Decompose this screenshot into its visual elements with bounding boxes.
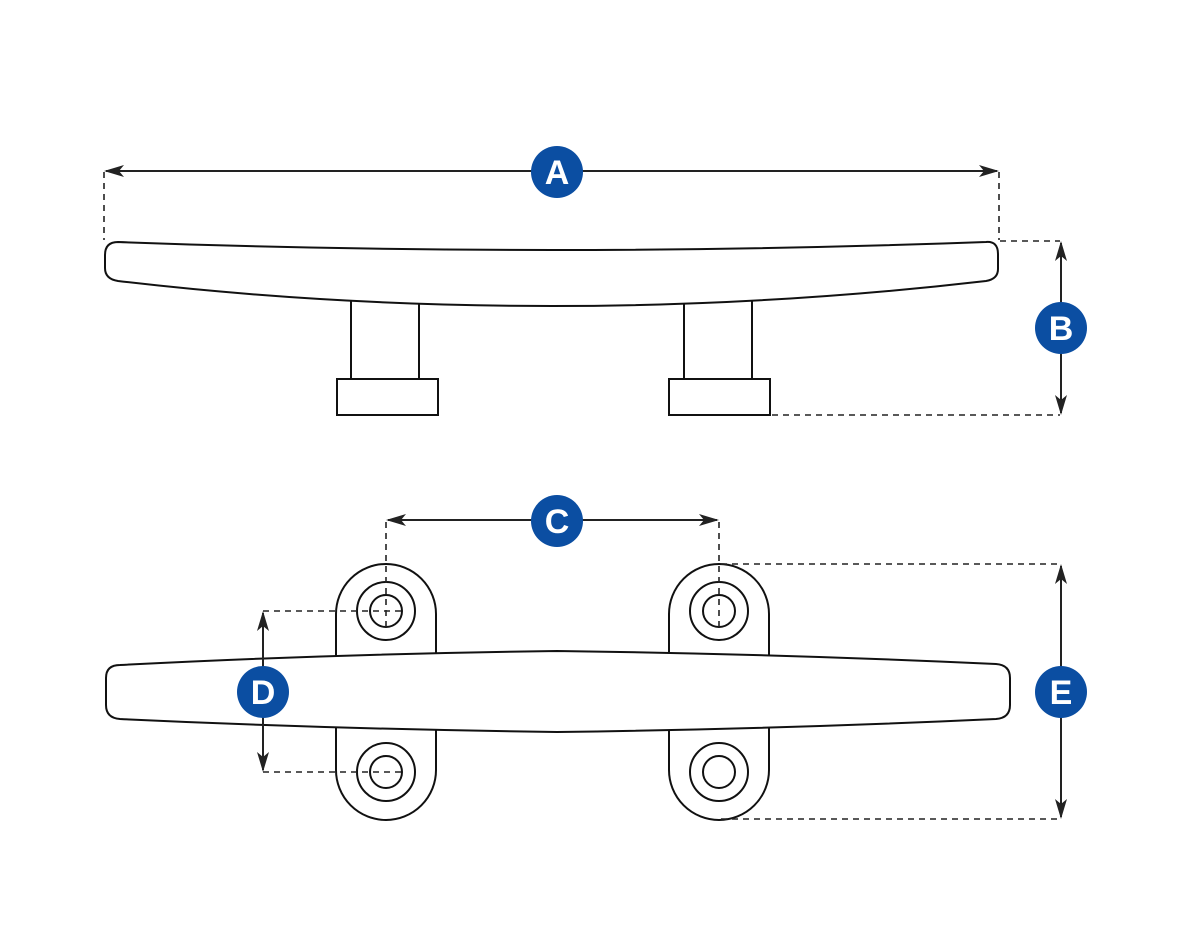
dimension-c: C — [385, 495, 720, 628]
badge-d: D — [237, 666, 289, 718]
badge-e: E — [1035, 666, 1087, 718]
badge-a: A — [531, 146, 583, 198]
right-foot-stem — [683, 295, 753, 381]
dimension-b: B — [772, 240, 1087, 416]
badge-c: C — [531, 495, 583, 547]
badge-a-label: A — [545, 154, 570, 192]
top-horn-body — [105, 649, 1011, 734]
side-horn-body — [104, 240, 999, 308]
dimension-d: D — [237, 610, 404, 773]
badge-e-label: E — [1050, 674, 1073, 712]
dimension-a: A — [103, 146, 1000, 240]
badge-c-label: C — [545, 503, 570, 541]
dimension-e: E — [721, 563, 1087, 820]
side-view — [104, 240, 999, 416]
top-view — [105, 563, 1011, 821]
badge-d-label: D — [251, 674, 276, 712]
left-foot-base — [336, 378, 439, 416]
badge-b-label: B — [1049, 310, 1074, 348]
hole-bottom-right — [689, 742, 749, 802]
left-foot-stem — [350, 295, 420, 381]
right-foot-base — [668, 378, 771, 416]
badge-b: B — [1035, 302, 1087, 354]
